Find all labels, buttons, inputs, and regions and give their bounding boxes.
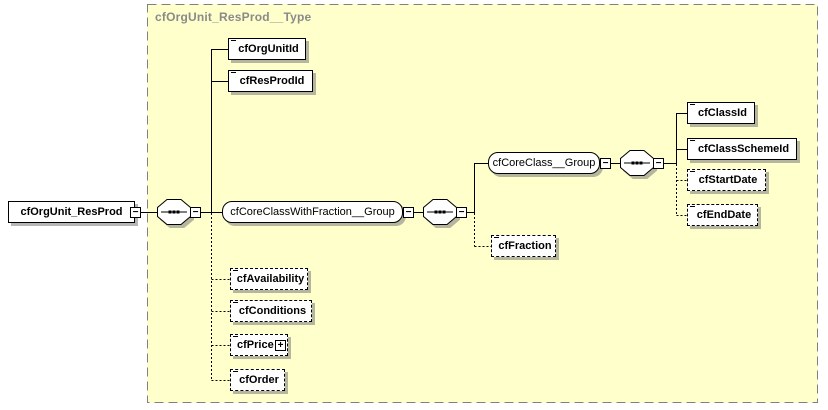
element-label: cfConditions (238, 305, 307, 317)
group-label: cfCoreClassWithFraction__Group (230, 206, 395, 218)
collapse-icon[interactable]: − (190, 207, 201, 218)
text-content-icon (230, 39, 239, 44)
element-label: cfAvailability (236, 273, 305, 285)
text-content-icon (689, 170, 698, 175)
group-cfCoreClass[interactable]: cfCoreClass__Group (488, 152, 600, 174)
sequence-icon[interactable] (157, 199, 191, 225)
text-content-icon (232, 370, 241, 375)
element-cfConditions[interactable]: cfConditions (230, 300, 312, 322)
element-cfOrder[interactable]: cfOrder (230, 369, 285, 391)
element-label: cfClassId (698, 107, 747, 119)
expand-icon[interactable]: + (275, 340, 286, 351)
text-content-icon (232, 301, 241, 306)
element-label: cfOrder (239, 374, 279, 386)
text-content-icon (232, 269, 241, 274)
text-content-icon (689, 139, 698, 144)
element-cfClassSchemeId[interactable]: cfClassSchemeId (687, 138, 797, 160)
sequence-icon[interactable] (423, 199, 457, 225)
element-cfStartDate[interactable]: cfStartDate (687, 169, 766, 191)
text-content-icon (493, 236, 502, 241)
element-label: cfOrgUnit_ResProd (20, 206, 123, 218)
element-cfFraction[interactable]: cfFraction (491, 235, 556, 257)
element-cfOrgUnitId[interactable]: cfOrgUnitId (228, 38, 306, 60)
element-label: cfPrice (237, 339, 274, 351)
element-cfOrgUnit-ResProd[interactable]: cfOrgUnit_ResProd (8, 201, 135, 223)
element-label: cfClassSchemeId (697, 143, 790, 155)
element-label: cfOrgUnitId (238, 43, 299, 55)
element-label: cfFraction (498, 240, 552, 252)
element-cfEndDate[interactable]: cfEndDate (687, 204, 758, 226)
element-label: cfResProdId (239, 75, 305, 87)
element-cfResProdId[interactable]: cfResProdId (228, 70, 313, 92)
text-content-icon (689, 103, 698, 108)
complex-type-title: cfOrgUnit_ResProd__Type (155, 10, 312, 24)
collapse-icon[interactable]: − (456, 207, 467, 218)
element-cfClassId[interactable]: cfClassId (687, 102, 755, 124)
text-content-icon (230, 71, 239, 76)
element-cfAvailability[interactable]: cfAvailability (230, 268, 308, 290)
collapse-icon[interactable]: − (130, 207, 141, 218)
sequence-icon[interactable] (620, 150, 654, 176)
element-label: cfStartDate (698, 174, 758, 186)
group-cfCoreClassWithFraction[interactable]: cfCoreClassWithFraction__Group (222, 201, 403, 223)
collapse-icon[interactable]: − (653, 158, 664, 169)
collapse-icon[interactable]: − (600, 158, 611, 169)
collapse-icon[interactable]: − (403, 207, 414, 218)
element-label: cfEndDate (696, 209, 752, 221)
group-label: cfCoreClass__Group (492, 157, 596, 169)
text-content-icon (689, 205, 698, 210)
text-content-icon (232, 335, 241, 340)
